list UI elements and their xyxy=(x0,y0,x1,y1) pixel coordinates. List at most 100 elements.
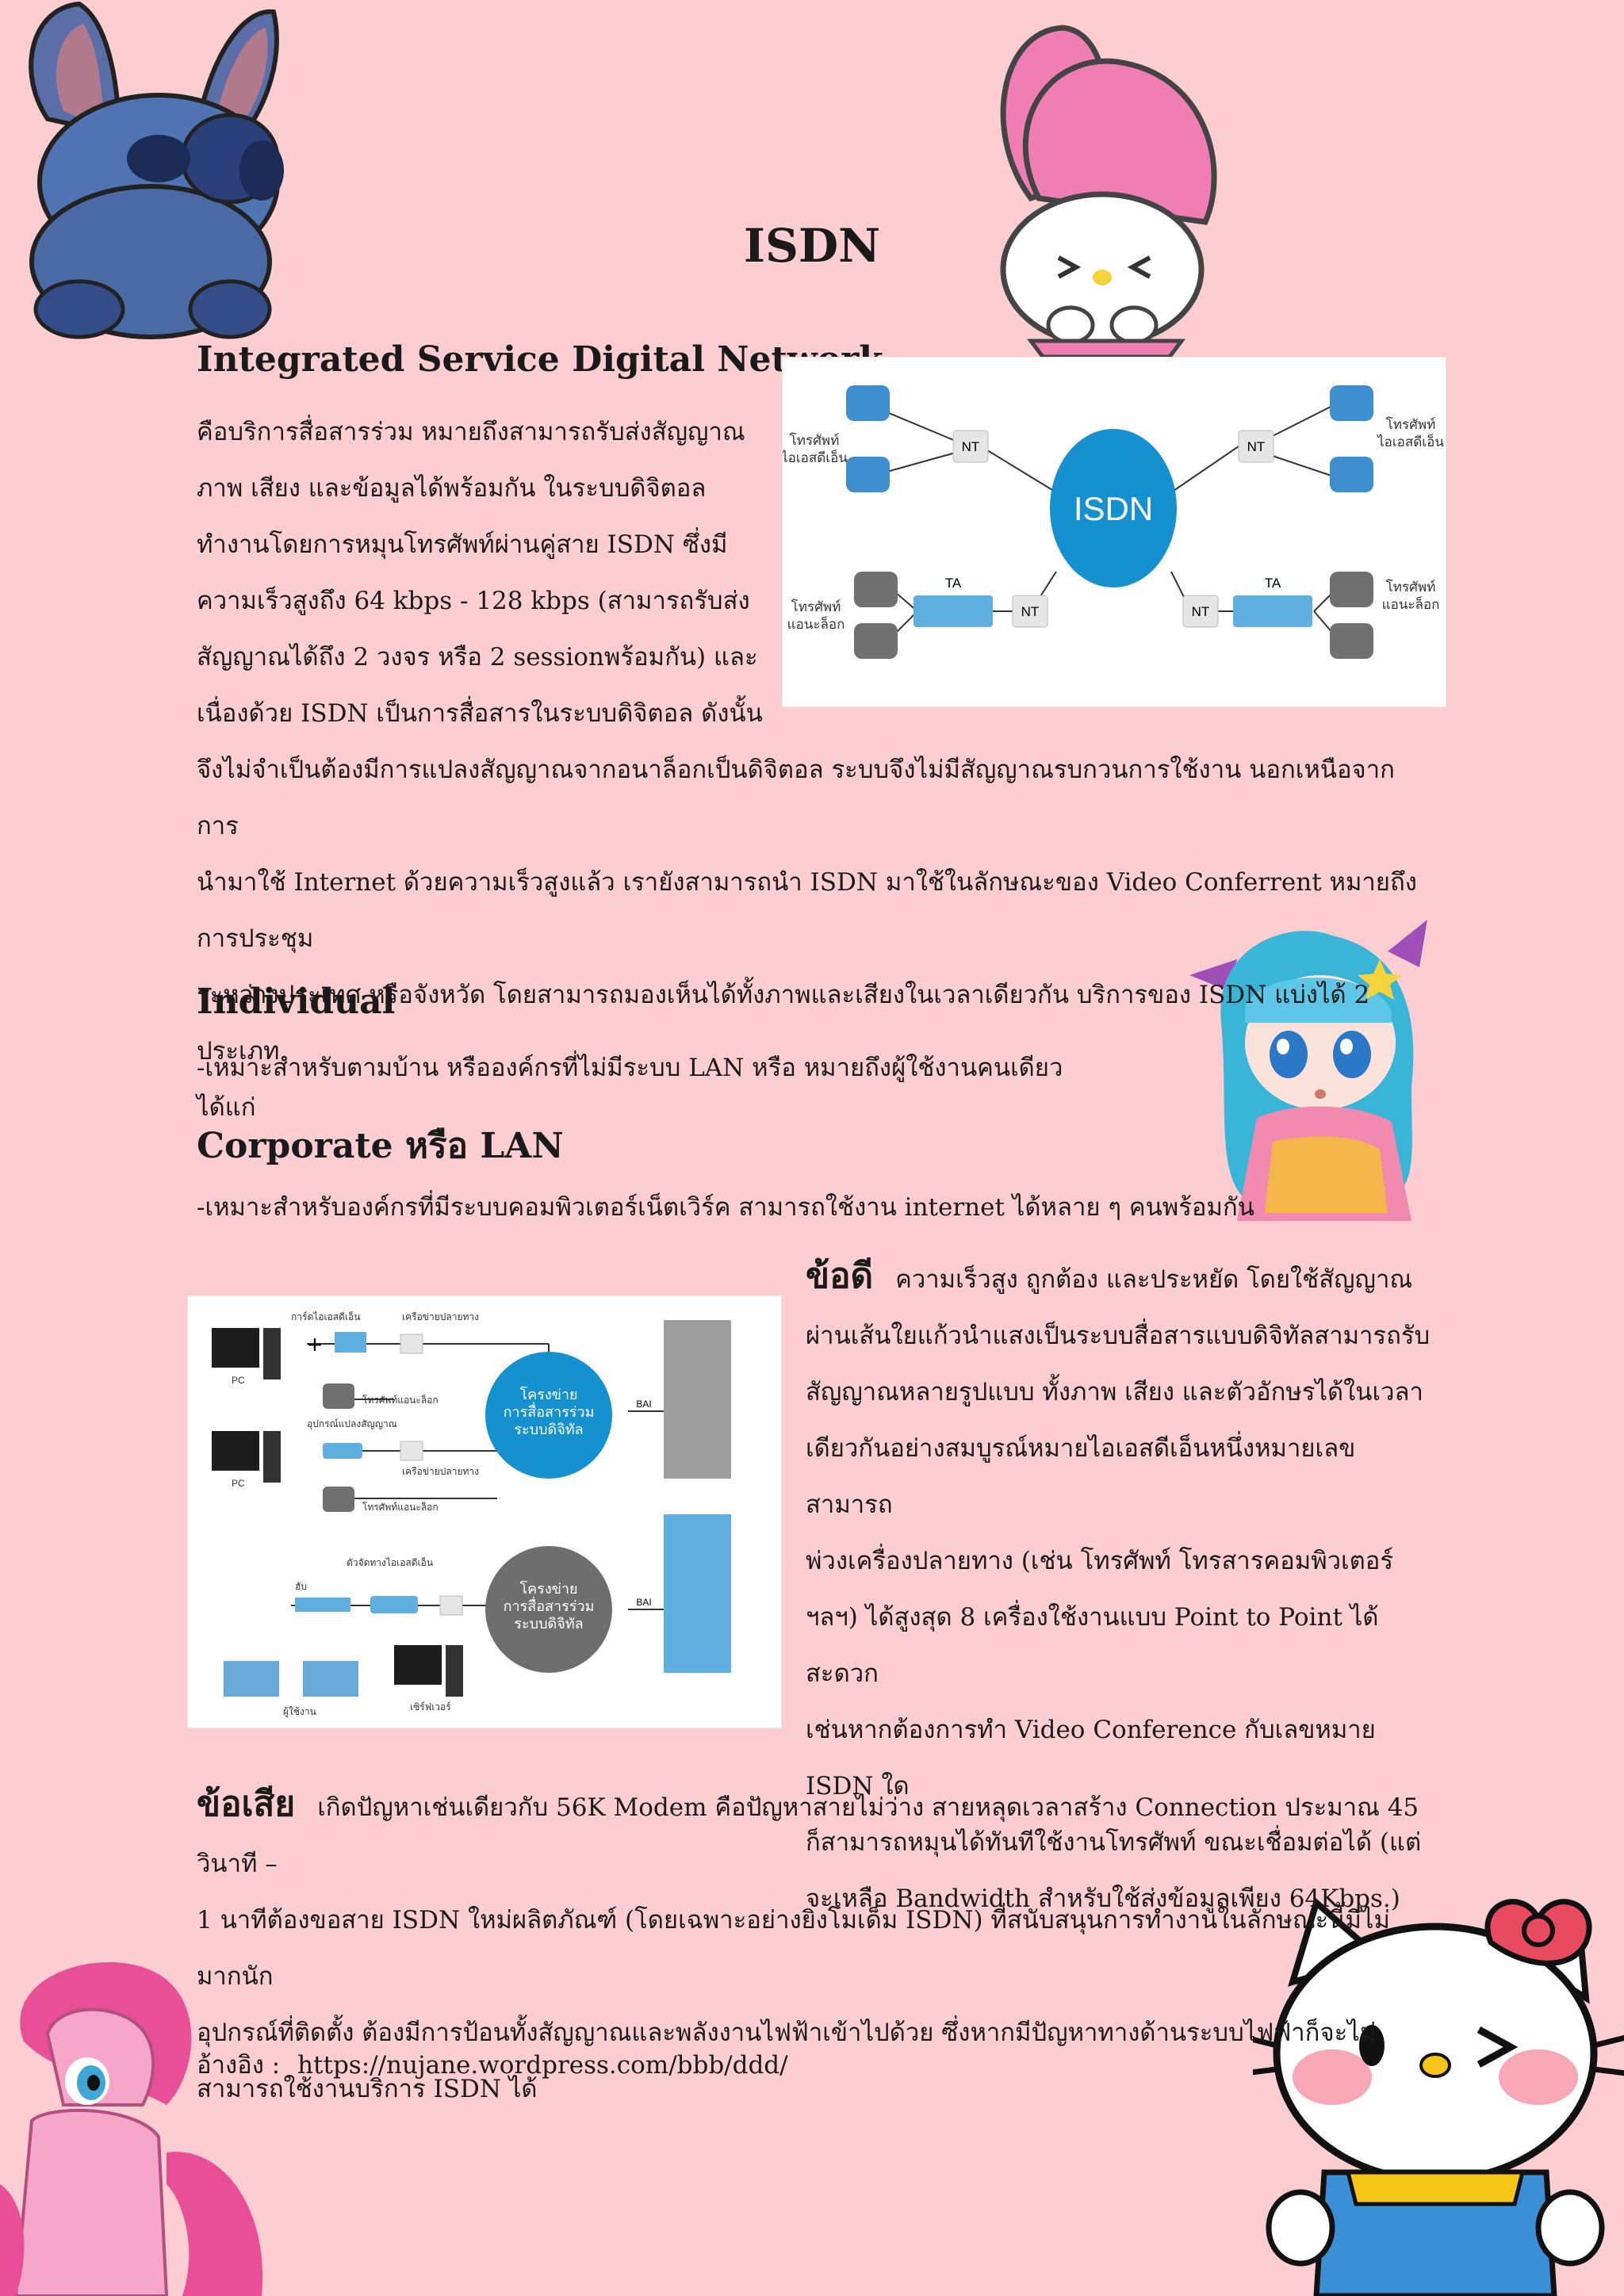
pink-bunny-character-image xyxy=(1000,25,1217,357)
server-tower-icon xyxy=(446,1645,463,1697)
nt-label: NT xyxy=(1192,604,1210,619)
network-label: ระบบดิจิทัล xyxy=(514,1616,583,1632)
diagram-caption: ตัวจัดทางไอเอสดีเอ็น xyxy=(347,1556,433,1568)
pc-icon xyxy=(212,1431,259,1471)
isdn-phone-icon xyxy=(1330,457,1373,492)
isdn-phone-icon xyxy=(1330,385,1373,421)
diagram-caption: เครือข่ายปลายทาง xyxy=(402,1311,479,1322)
isdn-intro-line: จึงไม่จำเป็นต้องมีการแปลงสัญญาณจากอนาล็อ… xyxy=(197,756,1395,840)
phone-caption: แอนะล็อก xyxy=(787,615,845,632)
phone-caption: โทรศัพท์ xyxy=(1386,416,1436,432)
disadvantages-block: ข้อเสียเกิดปัญหาเช่นเดียวกับ 56K Modem ค… xyxy=(197,1776,1434,2118)
disadvantages-heading: ข้อเสีย xyxy=(197,1784,296,1824)
ta-label: TA xyxy=(1265,576,1281,591)
diagram-caption: PC xyxy=(232,1375,245,1386)
nt-box xyxy=(1238,430,1274,463)
ta-device xyxy=(914,595,993,627)
pc-tower-icon xyxy=(263,1431,281,1483)
phone-caption: โทรศัพท์ xyxy=(791,599,841,614)
advantages-first-line: ข้อดี ความเร็วสูง ถูกต้อง และประหยัด โดยใ… xyxy=(806,1248,1440,1308)
bai-label: BAI xyxy=(636,1399,651,1410)
adapter-icon xyxy=(323,1443,362,1459)
analog-phone-icon xyxy=(1330,572,1373,607)
advantages-line: ผ่านเส้นใยแก้วนำแสงเป็นระบบสื่อสารแบบดิจ… xyxy=(806,1322,1431,1350)
phone-caption: โทรศัพท์ xyxy=(790,432,840,448)
reference-url[interactable]: https://nujane.wordpress.com/bbb/ddd/ xyxy=(297,2051,788,2080)
isdn-intro-line: ทำงานโดยการหมุนโทรศัพท์ผ่านคู่สาย ISDN ซ… xyxy=(197,530,728,559)
phone-caption: โทรศัพท์ xyxy=(1386,579,1436,595)
router-icon xyxy=(370,1596,418,1613)
advantages-line: ก็สามารถหมุนได้ทันทีใช้งานโทรศัพท์ ขณะเช… xyxy=(806,1828,1422,1857)
isdn-intro-line: เนื่องด้วย ISDN เป็นการสื่อสารในระบบดิจิ… xyxy=(197,699,763,728)
reference-line: อ้างอิง : https://nujane.wordpress.com/b… xyxy=(197,2038,1307,2094)
isdn-intro-line: ความเร็วสูงถึง 64 kbps - 128 kbps (สามาร… xyxy=(197,587,750,615)
terminal-box xyxy=(400,1441,423,1461)
isdn-phone-icon xyxy=(846,385,890,421)
analog-phone-icon xyxy=(323,1487,354,1512)
ta-device xyxy=(1233,595,1312,627)
plus-icon: + xyxy=(308,1330,323,1359)
terminal-box xyxy=(439,1595,463,1616)
disadvantages-line: เกิดปัญหาเช่นเดียวกับ 56K Modem คือปัญหา… xyxy=(197,1793,1419,1878)
isdn-intro-line: ได้แก่ xyxy=(197,1093,256,1122)
analog-phone-icon xyxy=(1330,623,1373,659)
advantages-line: ความเร็วสูง ถูกต้อง และประหยัด โดยใช้สัญ… xyxy=(895,1265,1413,1294)
hub-icon xyxy=(295,1598,350,1612)
isdn-intro-line: สัญญาณได้ถึง 2 วงจร หรือ 2 sessionพร้อมก… xyxy=(197,643,758,672)
diagram-caption: ผู้ใช้งาน xyxy=(283,1706,316,1718)
advantages-line: สัญญาณหลายรูปแบบ ทั้งภาพ เสียง และตัวอัก… xyxy=(806,1378,1423,1406)
phone-caption: แอนะล็อก xyxy=(1382,595,1440,612)
isdn-intro-line: ภาพ เสียง และข้อมูลได้พร้อมกัน ในระบบดิจ… xyxy=(197,474,707,503)
nt-label: NT xyxy=(962,439,980,454)
diagram-caption: ฮับ xyxy=(295,1581,307,1592)
nt-box xyxy=(1182,595,1219,628)
corporate-heading: Corporate หรือ LAN xyxy=(197,1126,564,1166)
isdn-network-diagram: ISDN NT NT NT NT TA TA โทรศัพท์ ไอเอสดีเ… xyxy=(782,357,1446,707)
advantages-line: เดียวกันอย่างสมบูรณ์หมายไอเอสดีเอ็นหนึ่ง… xyxy=(806,1434,1356,1519)
isdn-cloud-label: ISDN xyxy=(1074,490,1153,527)
isdn-intro-full: จึงไม่จำเป็นต้องมีการแปลงสัญญาณจากอนาล็อ… xyxy=(197,742,1434,1136)
advantages-heading: ข้อดี xyxy=(806,1256,874,1296)
laptop-icon xyxy=(224,1661,279,1697)
isdn-intro-line: นำมาใช้ Internet ด้วยความเร็วสูงแล้ว เรา… xyxy=(197,868,1417,953)
disadvantages-line: อุปกรณ์ที่ติดตั้ง ต้องมีการป้อนทั้งสัญญา… xyxy=(197,2019,1377,2047)
corporate-text: -เหมาะสำหรับองค์กรที่มีระบบคอมพิวเตอร์เน… xyxy=(197,1193,1254,1222)
individual-heading: Individual xyxy=(197,982,396,1022)
analog-phone-icon xyxy=(854,623,898,659)
nt-label: NT xyxy=(1021,604,1040,619)
advantages-line: พ่วงเครื่องปลายทาง (เช่น โทรศัพท์ โทรสาร… xyxy=(806,1547,1394,1575)
diagram-caption: โทรศัพท์แอนะล็อก xyxy=(362,1501,439,1513)
reference-label: อ้างอิง : xyxy=(197,2051,281,2080)
bai-label: BAI xyxy=(636,1597,651,1608)
network-label: โครงข่าย xyxy=(519,1580,577,1597)
server-icon xyxy=(394,1645,442,1685)
terminal-box xyxy=(400,1334,423,1354)
advantages-line: จะเหลือ Bandwidth สำหรับใช้ส่งข้อมูลเพีย… xyxy=(806,1885,1400,1913)
phone-caption: ไอเอสดีเอ็น xyxy=(783,449,848,465)
page-title: ISDN xyxy=(743,219,881,273)
disadvantages-line: 1 นาทีต้องขอสาย ISDN ใหม่ผลิตภัณฑ์ (โดยเ… xyxy=(197,1906,1390,1991)
isdn-phone-icon xyxy=(846,457,890,492)
isdn-connection-diagram: โครงข่าย การสื่อสารร่วม ระบบดิจิทัล โครง… xyxy=(187,1295,782,1728)
disadvantages-line: สามารถใช้งานบริการ ISDN ได้ xyxy=(197,2075,538,2103)
analog-phone-icon xyxy=(854,572,898,607)
pc-tower-icon xyxy=(263,1328,281,1380)
blue-alien-character-image xyxy=(29,1,284,339)
building-icon xyxy=(664,1514,731,1673)
diagram-caption: PC xyxy=(232,1478,245,1489)
isdn-intro-line: คือบริการสื่อสารร่วม หมายถึงสามารถรับส่ง… xyxy=(197,418,745,446)
network-label: การสื่อสารร่วม xyxy=(504,1402,595,1420)
phone-caption: ไอเอสดีเอ็น xyxy=(1376,433,1444,450)
nt-box xyxy=(952,430,989,463)
ta-label: TA xyxy=(945,576,962,591)
advantages-line: เช่นหากต้องการทำ Video Conference กับเลข… xyxy=(806,1716,1376,1800)
pc-icon xyxy=(212,1328,259,1368)
laptop-icon xyxy=(303,1661,358,1697)
nt-label: NT xyxy=(1247,439,1266,454)
advantages-line: ฯลฯ) ได้สูงสุด 8 เครื่องใช้งานแบบ Point … xyxy=(806,1603,1379,1688)
network-label: ระบบดิจิทัล xyxy=(514,1422,583,1437)
isdn-card-icon xyxy=(335,1332,366,1353)
advantages-block: ข้อดี ความเร็วสูง ถูกต้อง และประหยัด โดยใ… xyxy=(806,1248,1440,1927)
network-label: โครงข่าย xyxy=(519,1386,577,1402)
isdn-intro-line: ระหว่างประเทศ หรือจังหวัด โดยสามารถมองเห… xyxy=(197,981,1370,1066)
